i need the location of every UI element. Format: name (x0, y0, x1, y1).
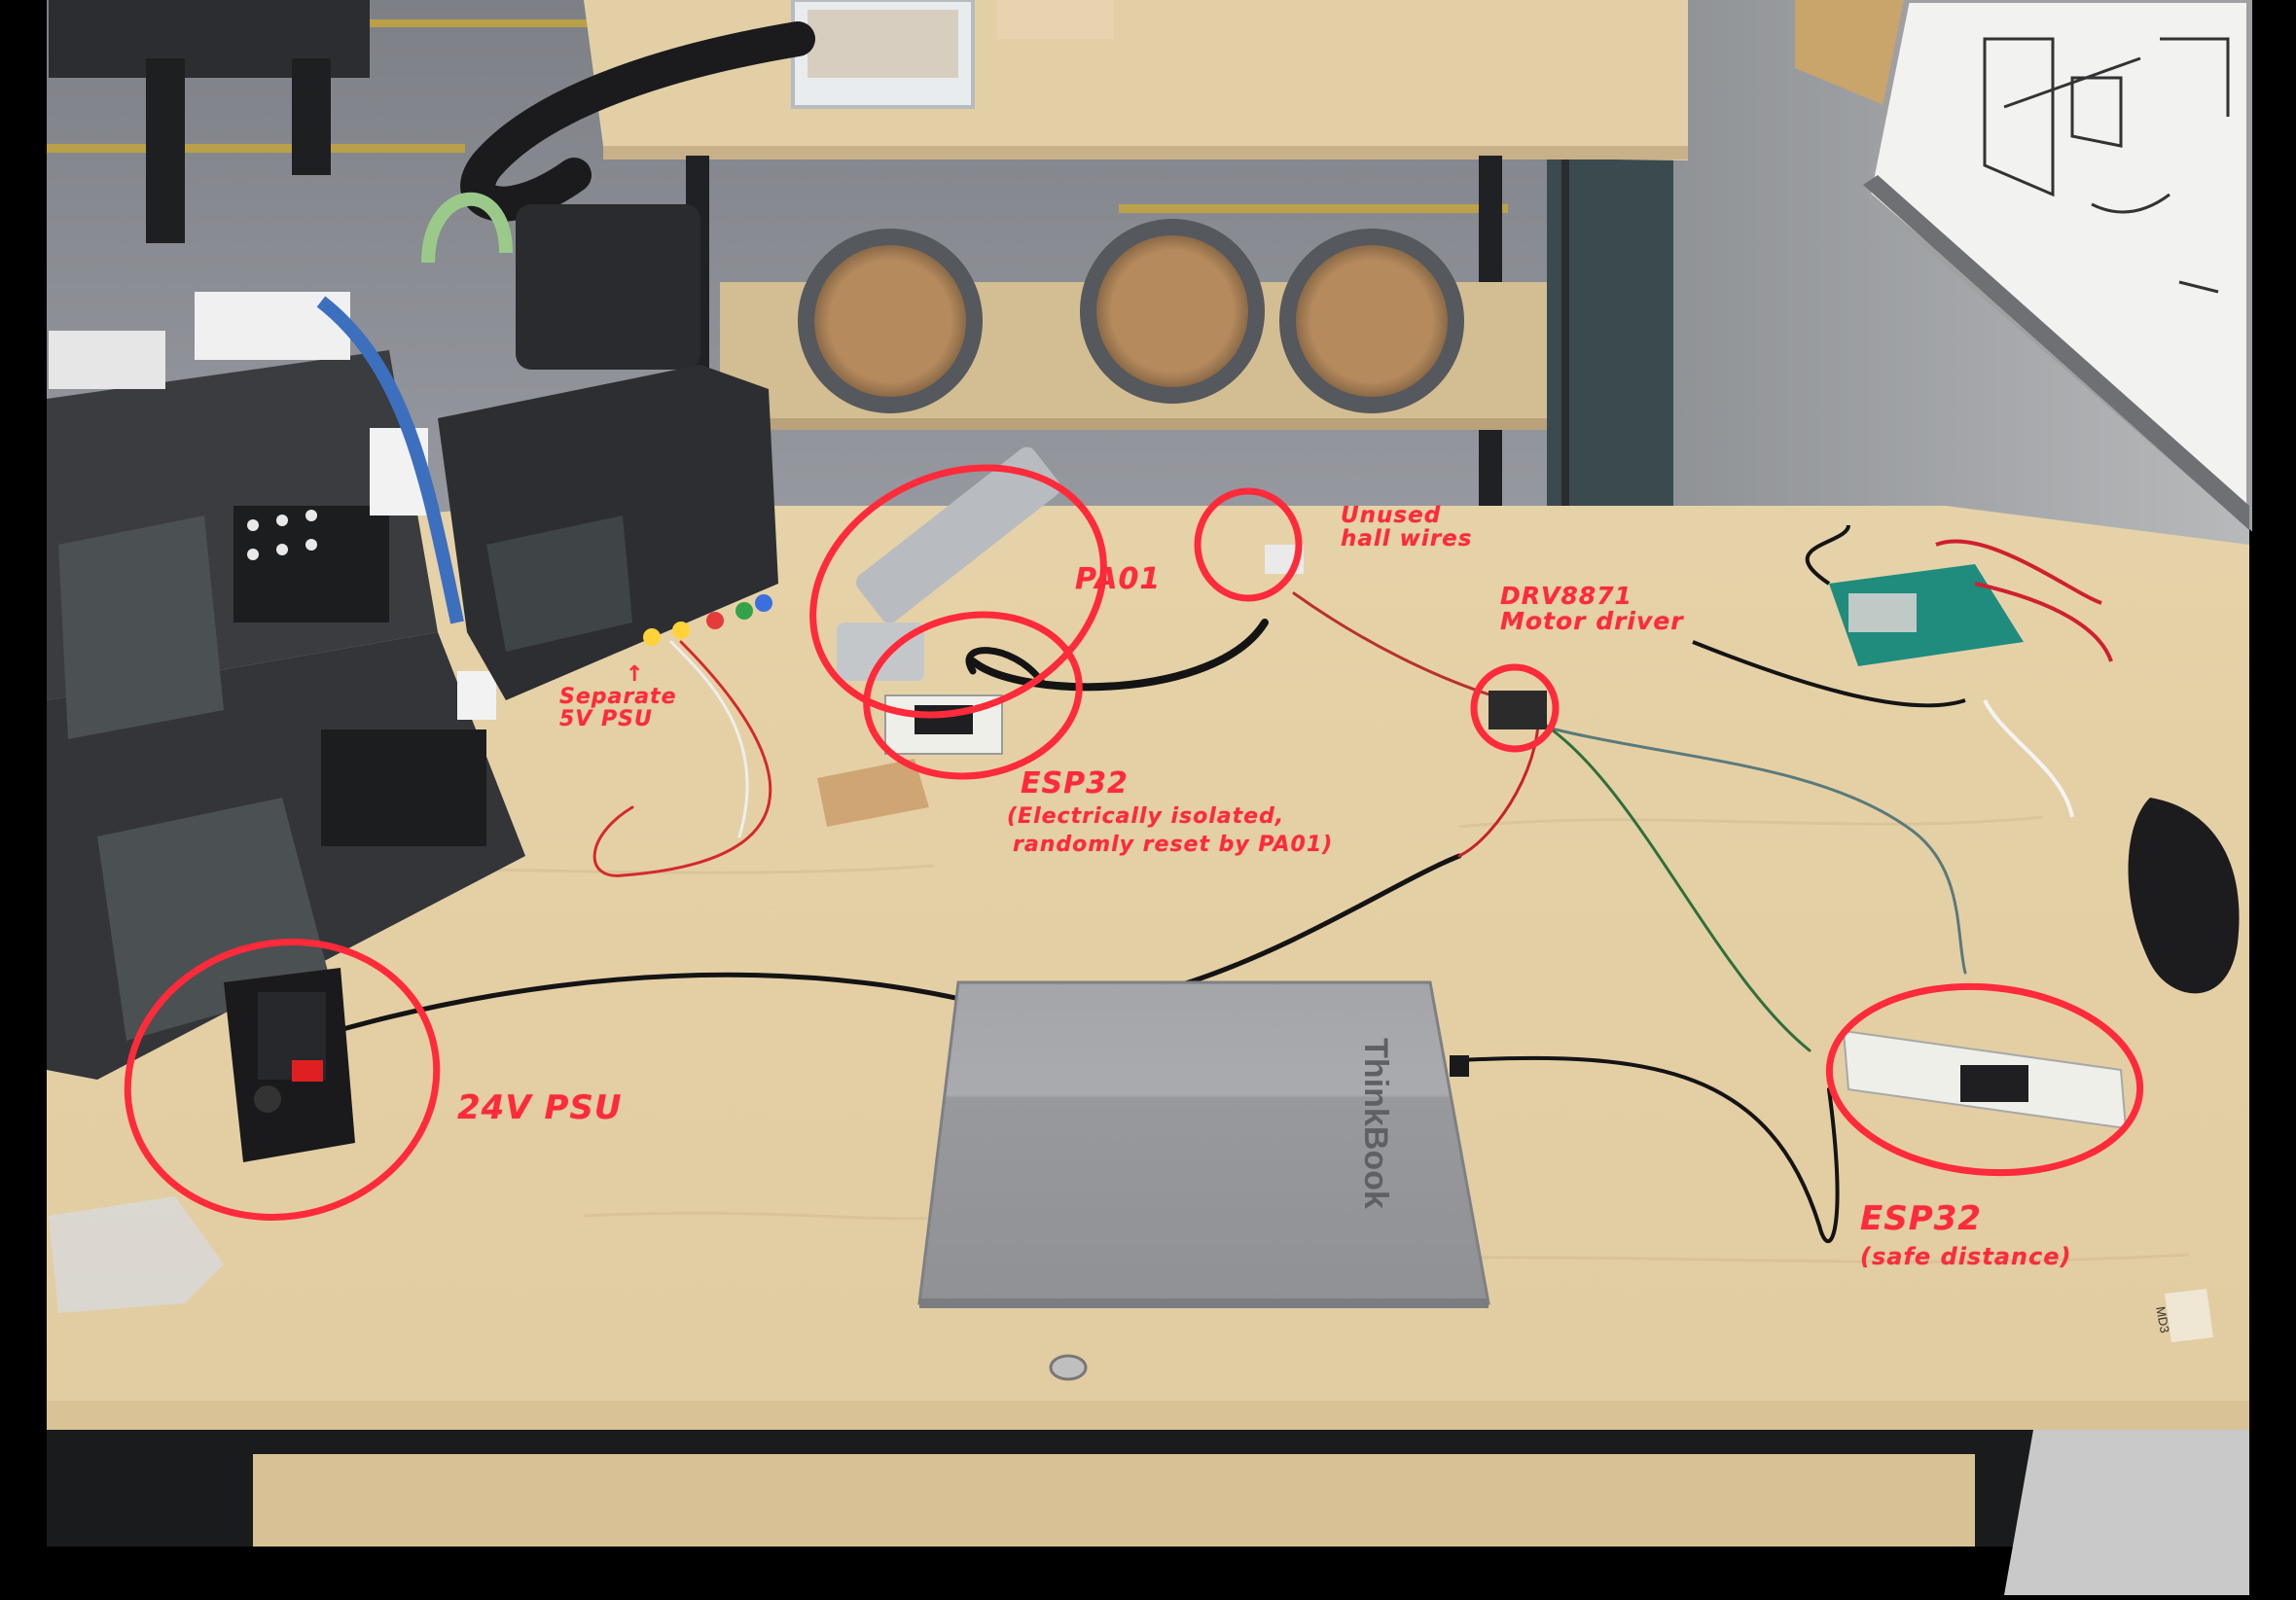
circle-24v-psu (124, 939, 441, 1221)
label-24v-psu: 24V PSU (457, 1088, 623, 1127)
cardboard-tag (817, 759, 929, 827)
vacuum-hose (460, 21, 815, 222)
label-esp32-safe: ESP32 (safe distance) (1860, 1199, 2072, 1270)
circle-esp32-isolated (863, 611, 1083, 780)
bench-power-supply (438, 365, 778, 700)
power-adapter (2128, 798, 2240, 994)
label-pa01: PA01 (1075, 562, 1162, 596)
floor-hazard-stripes (47, 19, 1508, 213)
main-table-top (47, 506, 2249, 1430)
circle-esp32-safe (1825, 982, 2144, 1177)
laptop (917, 980, 1490, 1308)
parts-bag (49, 1196, 224, 1313)
label-separate-5v-psu: ↑ Separate 5V PSU (559, 662, 677, 732)
annotation-circles (124, 464, 2144, 1221)
psu-24v-unit (224, 968, 355, 1162)
label-drv8871: DRV8871 Motor driver (1500, 582, 1684, 636)
wheel-discs (798, 219, 1464, 413)
laptop-brand-logo: ThinkBook (1357, 1038, 1394, 1209)
label-unused-hall-wires: Unused hall wires (1341, 503, 1473, 552)
circle-motor-driver (1470, 663, 1560, 753)
label-esp32-isolated: ESP32 (Electrically isolated, randomly r… (1007, 766, 1334, 857)
circle-actuator (809, 464, 1107, 719)
instrument-stack (47, 292, 525, 1080)
vacuum-unit (516, 204, 700, 370)
floor-grate (2004, 1430, 2249, 1595)
lower-shelf (253, 1454, 1975, 1551)
multimeter (1829, 564, 2024, 666)
table-front-edge (47, 1401, 2249, 1430)
probe-leads (1692, 524, 2113, 818)
md-sticker (2165, 1289, 2213, 1342)
circle-hall-wires (1194, 487, 1303, 602)
table-bolt (1049, 1354, 1088, 1381)
whiteboard-sketches (1983, 37, 2230, 294)
blue-cable-bundle (316, 296, 464, 624)
motor-driver-board (1489, 691, 1547, 729)
